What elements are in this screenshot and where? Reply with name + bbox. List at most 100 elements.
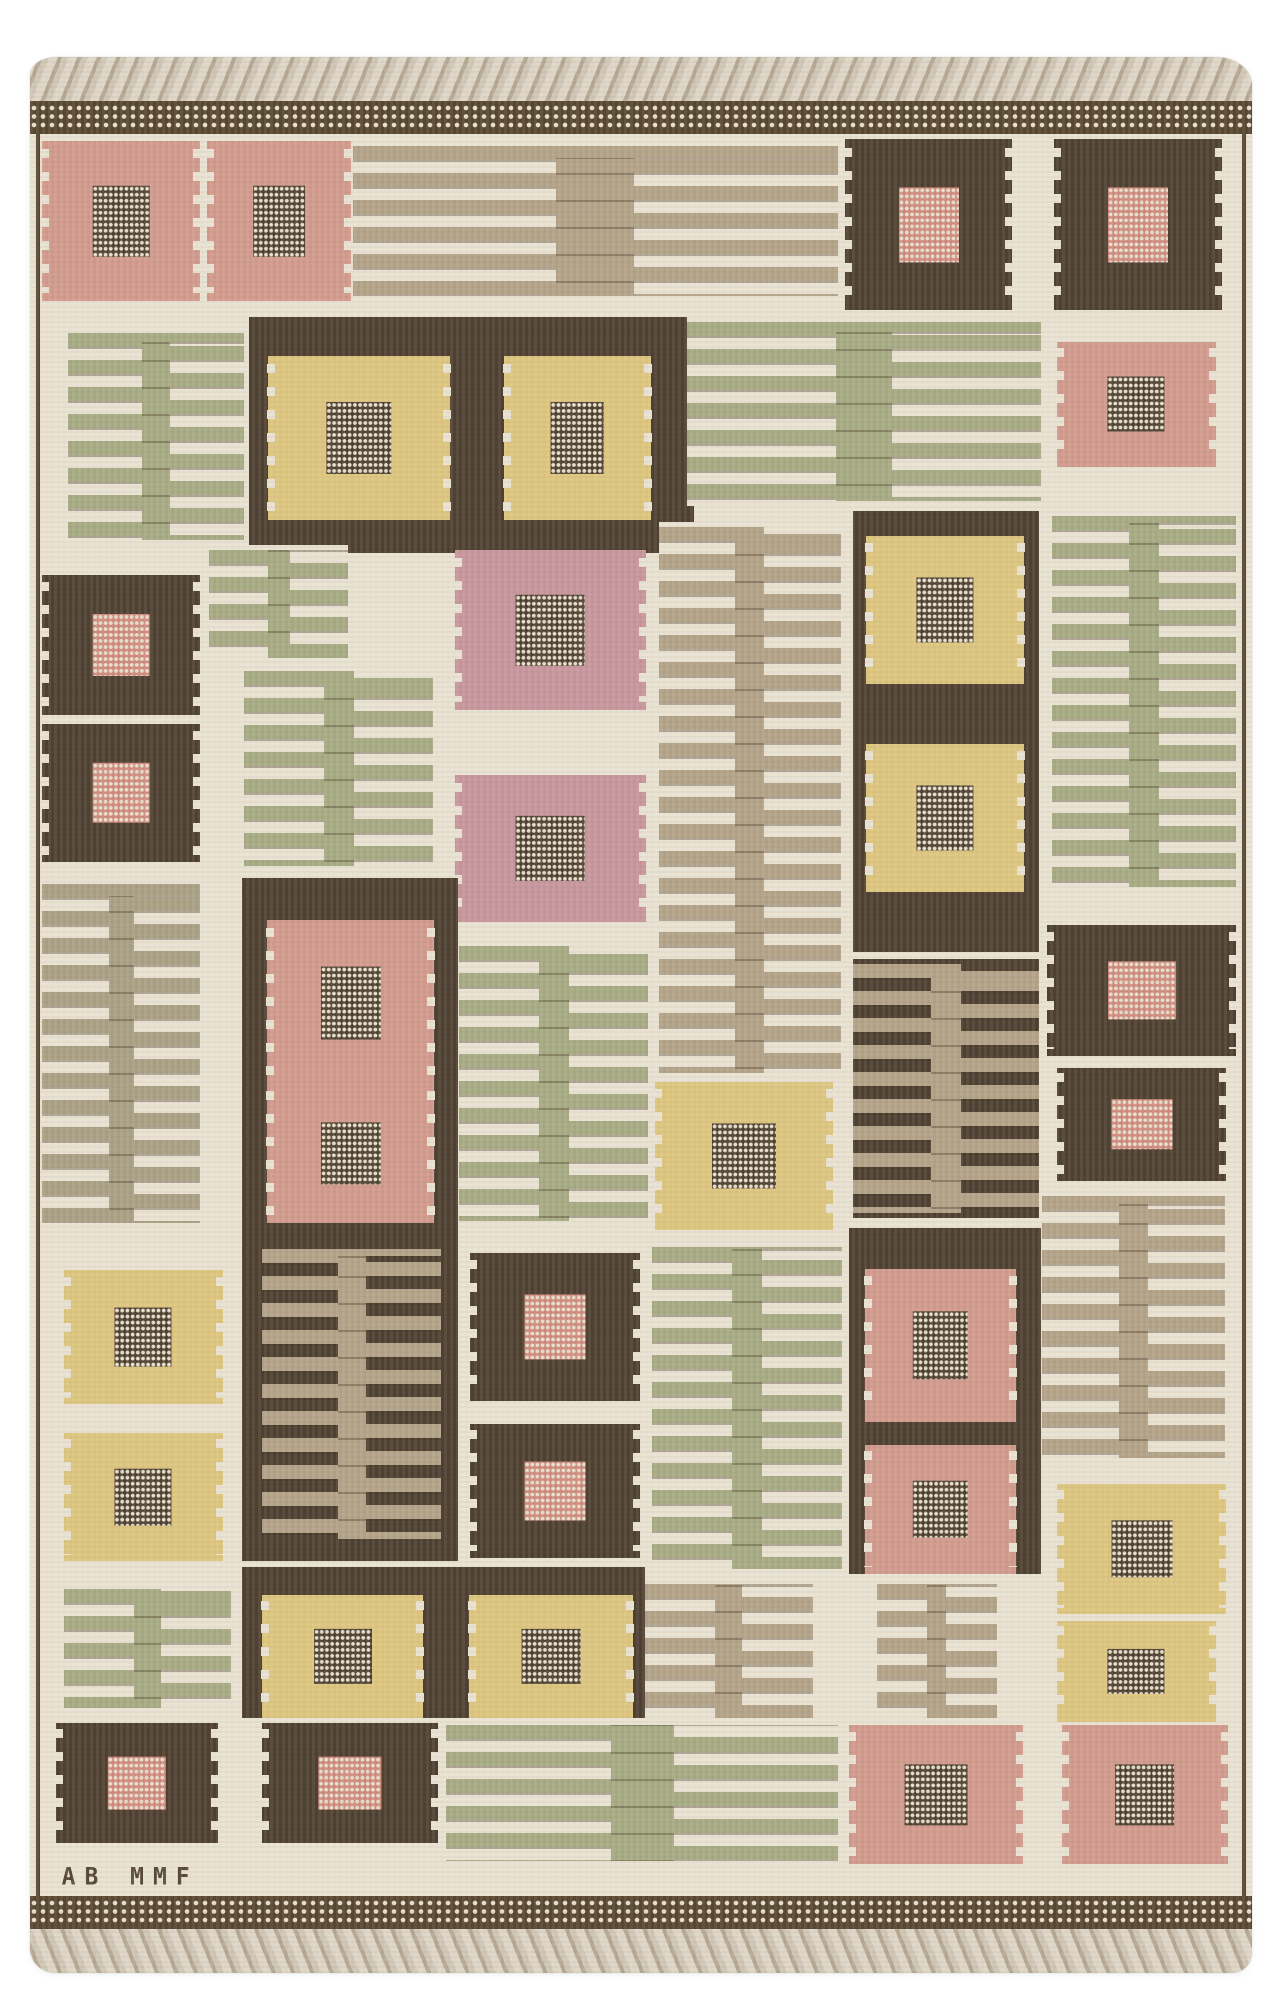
stepped-edge: [654, 1089, 663, 1223]
stripe-bars: [556, 146, 839, 297]
stripe-bars: [323, 671, 434, 866]
stripe-bars: [267, 549, 348, 658]
green-stripe-block: [64, 1584, 232, 1713]
stepped-edge: [863, 1451, 872, 1568]
dot-grid-motif: [1111, 1520, 1173, 1578]
dot-grid-motif: [320, 966, 381, 1040]
brown-dot-block: [469, 1252, 641, 1401]
stepped-edge: [215, 1277, 224, 1398]
stepped-edge: [469, 1430, 478, 1551]
yellow-dot-block: [63, 1432, 224, 1562]
stepped-edge: [206, 149, 215, 294]
stepped-edge: [1017, 751, 1026, 885]
stepped-edge: [1005, 147, 1014, 302]
stepped-edge: [344, 149, 353, 294]
taupe-stripe-column: [659, 521, 841, 1079]
stepped-edge: [430, 1729, 439, 1838]
stepped-edge: [826, 1089, 835, 1223]
dot-grid-motif: [253, 185, 306, 257]
yellow-dot-block: [261, 1594, 425, 1719]
stepped-edge: [1228, 931, 1237, 1049]
brown-dot-block: [1055, 1067, 1228, 1181]
stepped-edge: [1009, 1451, 1017, 1568]
stepped-edge: [41, 731, 50, 855]
stepped-edge: [267, 364, 276, 512]
stripe-bars: [141, 332, 245, 540]
stepped-edge: [638, 782, 647, 915]
brown-dot-block: [469, 1423, 641, 1558]
stepped-edge: [266, 1090, 275, 1216]
stepped-edge: [632, 1260, 641, 1394]
stepped-edge: [266, 928, 275, 1078]
dot-grid-motif: [114, 1307, 172, 1367]
stepped-edge: [54, 1729, 63, 1838]
dot-grid-motif: [326, 401, 392, 474]
stripe-bars: [715, 1583, 813, 1719]
pink-dot-block: [206, 141, 353, 302]
pink-dot-block: [266, 1083, 436, 1223]
dot-grid-motif: [1107, 961, 1176, 1019]
taupe-stripe-on-dark: [262, 1244, 442, 1544]
stepped-edge: [638, 557, 647, 703]
braided-edge-bottom: [30, 1929, 1252, 1973]
yellow-dot-block: [63, 1270, 224, 1405]
stepped-edge: [1219, 1073, 1228, 1175]
stepped-edge: [847, 1732, 856, 1858]
dot-grid-motif: [92, 762, 150, 824]
dot-grid-motif: [1107, 1649, 1165, 1694]
stepped-edge: [1055, 1626, 1064, 1717]
stripe-bars: [134, 1589, 232, 1708]
dot-grid-motif: [1111, 1099, 1173, 1150]
stepped-edge: [1219, 1490, 1228, 1608]
dot-grid-motif: [916, 577, 974, 643]
stepped-edge: [427, 1090, 436, 1216]
stepped-edge: [453, 557, 462, 703]
stepped-edge: [1053, 147, 1062, 302]
dot-grid-motif: [524, 1461, 586, 1521]
stepped-edge: [453, 782, 462, 915]
stepped-edge: [427, 928, 436, 1078]
stepped-edge: [864, 543, 873, 677]
brown-dot-block: [261, 1723, 439, 1844]
stepped-edge: [192, 731, 201, 855]
rug-image: AB MMF: [30, 57, 1252, 1973]
stepped-edge: [1208, 1626, 1217, 1717]
dot-grid-motif: [320, 1122, 381, 1184]
yellow-dot-block: [864, 535, 1026, 684]
taupe-stripe-block: [876, 1578, 997, 1724]
taupe-stripe-block: [352, 141, 839, 302]
green-stripe-block: [446, 1719, 839, 1867]
dot-grid-motif: [114, 1468, 172, 1526]
rug-field: AB MMF: [36, 134, 1246, 1896]
dot-grid-motif: [515, 594, 585, 666]
green-stripe-column: [651, 1242, 842, 1574]
mauve-dot-block: [453, 549, 647, 711]
taupe-stripe-block: [42, 879, 200, 1229]
mauve-dot-block: [453, 775, 647, 922]
stepped-edge: [41, 581, 50, 709]
pink-dot-block: [863, 1444, 1017, 1574]
dotted-border-band-bottom: [30, 1896, 1252, 1929]
green-stripe-block: [209, 544, 348, 663]
stripe-bars: [735, 526, 841, 1074]
yellow-dot-block: [864, 743, 1026, 892]
stepped-edge: [1220, 1732, 1229, 1858]
stepped-edge: [210, 1729, 219, 1838]
pink-dot-block: [266, 919, 436, 1086]
dot-grid-motif: [313, 1629, 372, 1684]
braided-edge-top: [30, 57, 1252, 101]
stepped-edge: [41, 149, 50, 294]
dot-grid-motif: [524, 1294, 586, 1360]
dot-grid-motif: [913, 1311, 968, 1380]
stepped-edge: [864, 751, 873, 885]
dot-grid-motif: [712, 1123, 777, 1189]
stepped-edge: [1055, 1073, 1064, 1175]
pink-dot-block: [1055, 341, 1217, 467]
taupe-stripe-on-dark: [852, 958, 1039, 1218]
stripe-bars: [731, 1247, 842, 1569]
stepped-edge: [1055, 1490, 1064, 1608]
green-stripe-column: [1052, 511, 1236, 892]
pink-dot-block: [41, 141, 201, 302]
pink-dot-block: [847, 1725, 1025, 1865]
